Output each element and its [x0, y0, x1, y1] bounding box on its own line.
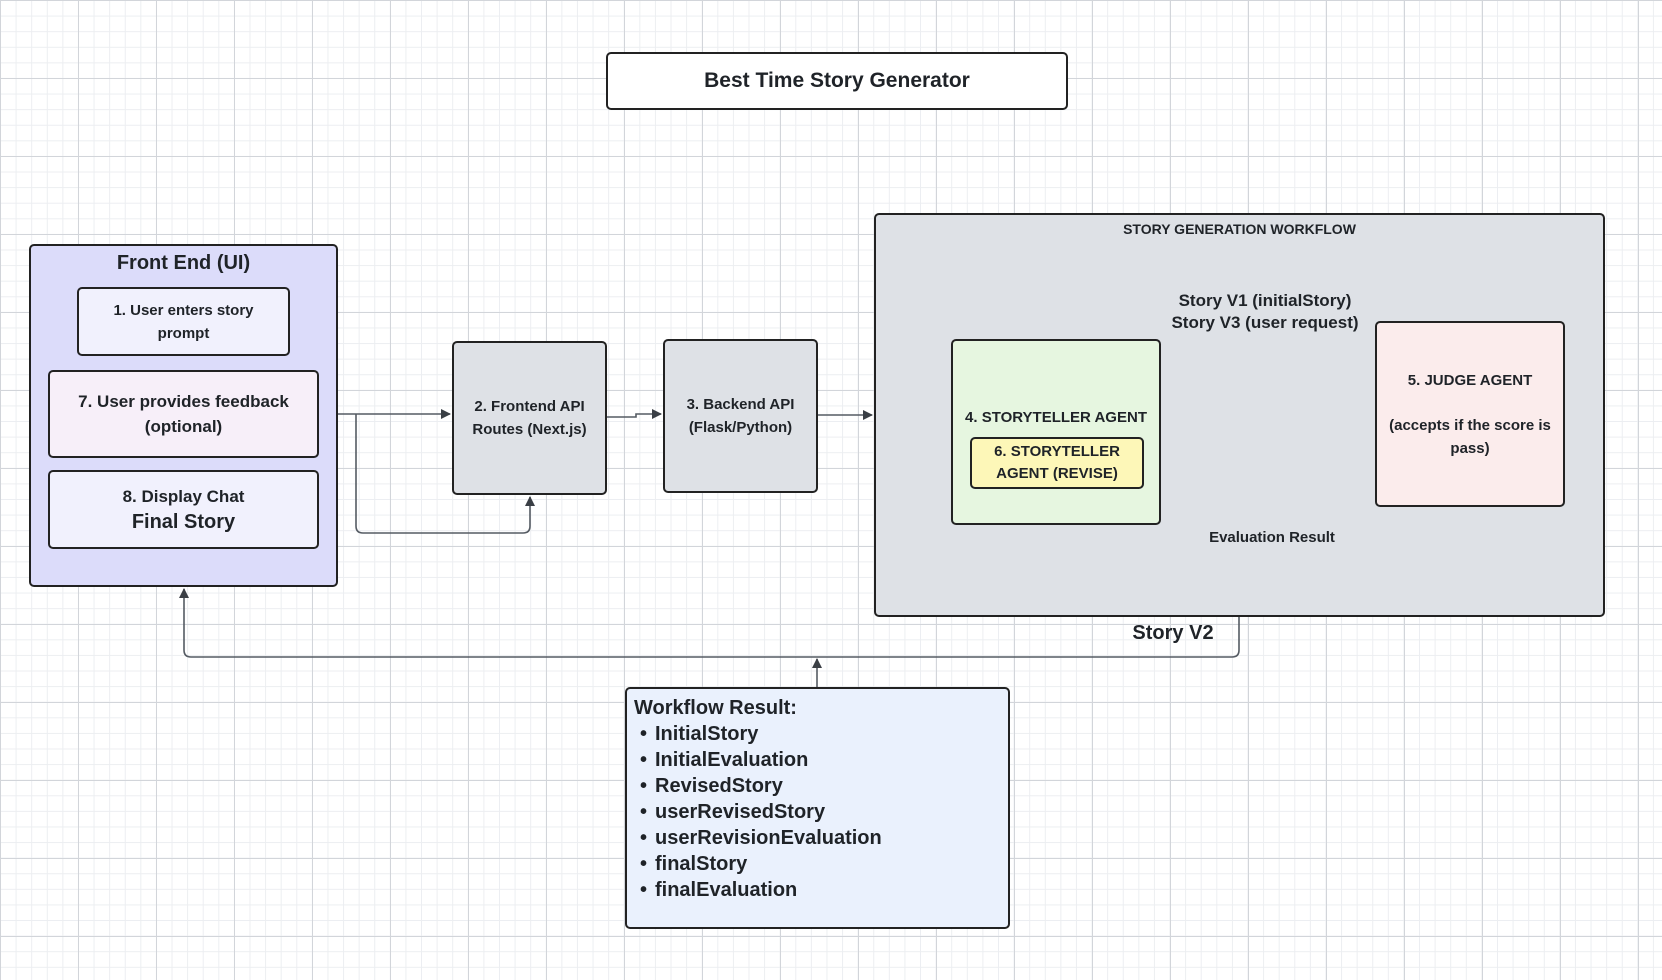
- result-item: finalStory: [640, 851, 1001, 877]
- frontend-title: Front End (UI): [116, 252, 251, 274]
- workflow-result-heading: Workflow Result:: [634, 697, 797, 719]
- result-item: InitialEvaluation: [640, 747, 1001, 773]
- arrow-frontend-api-to-backend-api: [607, 409, 662, 419]
- diagram-title: Best Time Story Generator: [704, 69, 970, 92]
- edge-label-story-v3: Story V3 (user request): [1171, 313, 1359, 332]
- step-1-prompt-box: 1. User enters story prompt: [77, 287, 290, 356]
- workflow-result-list: InitialStory InitialEvaluation RevisedSt…: [634, 721, 1001, 903]
- workflow-title: STORY GENERATION WORKFLOW: [1123, 221, 1356, 237]
- storyteller-revise-box: 6. STORYTELLER AGENT (REVISE): [970, 437, 1144, 489]
- step-8-display-box: 8. Display Chat Final Story: [48, 470, 319, 549]
- workflow-result-box: Workflow Result: InitialStory InitialEva…: [625, 687, 1010, 929]
- step-7-label: 7. User provides feedback (optional): [78, 392, 289, 436]
- storyteller-agent-label: 4. STORYTELLER AGENT: [965, 409, 1147, 426]
- edge-label-story-versions: Story V1 (initialStory) Story V3 (user r…: [1120, 290, 1410, 334]
- frontend-api-box: 2. Frontend API Routes (Next.js): [452, 341, 607, 495]
- final-story-label: Final Story: [131, 510, 236, 533]
- result-item: finalEvaluation: [640, 877, 1001, 903]
- diagram-title-box: Best Time Story Generator: [606, 52, 1068, 110]
- frontend-api-label: 2. Frontend API Routes (Next.js): [472, 398, 587, 438]
- judge-agent-note: (accepts if the score is pass): [1389, 416, 1551, 457]
- storyteller-revise-label: 6. STORYTELLER AGENT (REVISE): [994, 443, 1120, 482]
- judge-agent-label: 5. JUDGE AGENT: [1407, 371, 1533, 389]
- storyteller-agent-box: 4. STORYTELLER AGENT: [951, 339, 1161, 525]
- result-item: userRevisedStory: [640, 799, 1001, 825]
- step-7-feedback-box: 7. User provides feedback (optional): [48, 370, 319, 458]
- edge-label-story-v1: Story V1 (initialStory): [1178, 291, 1352, 310]
- edge-label-evaluation-result: Evaluation Result: [1209, 529, 1335, 546]
- judge-agent-box: 5. JUDGE AGENT (accepts if the score is …: [1375, 321, 1565, 507]
- backend-api-label: 3. Backend API (Flask/Python): [686, 396, 795, 436]
- edge-label-story-v2: Story V2: [1132, 622, 1214, 644]
- step-1-label: 1. User enters story prompt: [113, 301, 254, 342]
- result-item: RevisedStory: [640, 773, 1001, 799]
- step-8-label: 8. Display Chat: [122, 486, 245, 506]
- result-item: InitialStory: [640, 721, 1001, 747]
- backend-api-box: 3. Backend API (Flask/Python): [663, 339, 818, 493]
- result-item: userRevisionEvaluation: [640, 825, 1001, 851]
